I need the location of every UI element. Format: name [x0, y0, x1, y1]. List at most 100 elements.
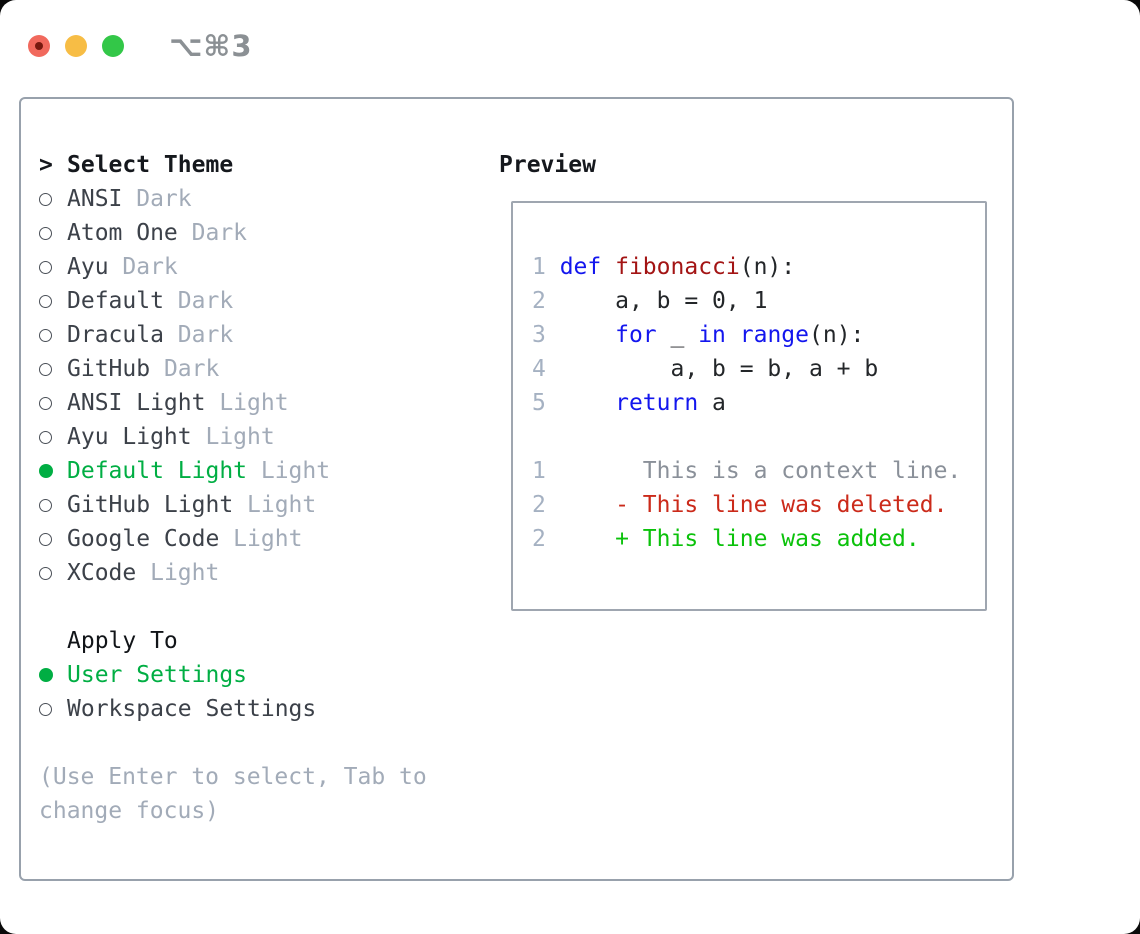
- radio-icon: [39, 702, 67, 716]
- theme-variant-label: Light: [219, 526, 303, 552]
- line-number: 2: [532, 526, 560, 552]
- radio-icon: [39, 566, 67, 580]
- theme-variant-label: Light: [136, 560, 220, 586]
- apply-to-title: Apply To: [67, 628, 178, 654]
- theme-variant-label: Dark: [177, 220, 248, 246]
- preview-code: 1 def fibonacci(n): 2 a, b = 0, 1 3 for …: [513, 203, 985, 556]
- line-number: 1: [532, 458, 560, 484]
- theme-name: Default: [67, 288, 164, 314]
- line-number: 5: [532, 390, 560, 416]
- theme-variant-label: Dark: [122, 186, 192, 212]
- line-number: 3: [532, 322, 560, 348]
- select-theme-title: Select Theme: [67, 152, 234, 178]
- theme-variant-label: Light: [233, 492, 317, 518]
- radio-selected-icon: [39, 464, 67, 478]
- code-line-segment: in: [698, 322, 726, 348]
- theme-variant-label: Light: [247, 458, 331, 484]
- theme-name: Ayu Light: [67, 424, 192, 450]
- line-number: 2: [532, 288, 560, 314]
- radio-icon: [39, 260, 67, 274]
- radio-icon: [39, 498, 67, 512]
- theme-name: Atom One: [67, 220, 178, 246]
- window-title: ⌥⌘3: [169, 29, 253, 63]
- code-line-segment: a, b = 0, 1: [559, 288, 768, 314]
- theme-option-github-dark[interactable]: GitHub Dark: [39, 352, 479, 386]
- code-line-segment: (n):: [809, 322, 865, 348]
- close-button-icon[interactable]: [28, 35, 50, 57]
- theme-name: Dracula: [67, 322, 164, 348]
- radio-icon: [39, 362, 67, 376]
- code-line-segment: for: [615, 322, 657, 348]
- theme-name: XCode: [67, 560, 137, 586]
- theme-name: Ayu: [67, 254, 109, 280]
- theme-option-ayu-light-light[interactable]: Ayu Light Light: [39, 420, 479, 454]
- code-line-segment: _: [656, 322, 699, 348]
- theme-variant-label: Dark: [150, 356, 220, 382]
- line-number: 1: [532, 254, 560, 280]
- theme-option-dracula-dark[interactable]: Dracula Dark: [39, 318, 479, 352]
- diff-line-segment: + This line was added.: [559, 526, 920, 552]
- theme-name: ANSI Light: [67, 390, 206, 416]
- theme-option-default-dark[interactable]: Default Dark: [39, 284, 479, 318]
- select-theme-header: > Select Theme: [39, 148, 479, 182]
- theme-name: Default Light: [67, 458, 248, 484]
- theme-name: GitHub Light: [67, 492, 234, 518]
- code-line-segment: fibonacci: [615, 254, 740, 280]
- theme-variant-label: Light: [205, 390, 289, 416]
- preview-title: Preview: [499, 152, 596, 178]
- apply-option-workspace-settings[interactable]: Workspace Settings: [39, 692, 479, 726]
- line-number: 4: [532, 356, 560, 382]
- theme-option-ayu-dark[interactable]: Ayu Dark: [39, 250, 479, 284]
- code-line-segment: a: [698, 390, 726, 416]
- theme-option-github-light-light[interactable]: GitHub Light Light: [39, 488, 479, 522]
- theme-variant-label: Light: [191, 424, 275, 450]
- radio-icon: [39, 328, 67, 342]
- apply-to-header: Apply To: [39, 624, 479, 658]
- code-line-segment: range: [739, 322, 809, 348]
- code-line-segment: [560, 322, 615, 348]
- theme-variant-label: Dark: [163, 288, 234, 314]
- line-number: 2: [532, 492, 560, 518]
- preview-column: Preview 1 def fibonacci(n): 2 a, b = 0, …: [499, 148, 987, 611]
- radio-icon: [39, 430, 67, 444]
- theme-variant-label: Dark: [108, 254, 178, 280]
- zoom-button-icon[interactable]: [102, 35, 124, 57]
- radio-icon: [39, 532, 67, 546]
- prompt-icon: >: [39, 152, 53, 178]
- code-line-segment: return: [615, 390, 699, 416]
- minimize-button-icon[interactable]: [65, 35, 87, 57]
- code-line-segment: [601, 254, 615, 280]
- theme-option-xcode-light[interactable]: XCode Light: [39, 556, 479, 590]
- theme-option-ansi-dark[interactable]: ANSI Dark: [39, 182, 479, 216]
- apply-option-user-settings[interactable]: User Settings: [39, 658, 479, 692]
- theme-name: Google Code: [67, 526, 220, 552]
- code-line-segment: def: [559, 254, 602, 280]
- theme-option-google-code-light[interactable]: Google Code Light: [39, 522, 479, 556]
- theme-name: GitHub: [67, 356, 151, 382]
- diff-line-segment: This is a context line.: [559, 458, 962, 484]
- titlebar: ⌥⌘3: [28, 29, 253, 63]
- radio-icon: [39, 226, 67, 240]
- theme-option-atom-one-dark[interactable]: Atom One Dark: [39, 216, 479, 250]
- help-text: (Use Enter to select, Tab to change focu…: [39, 764, 427, 824]
- radio-icon: [39, 192, 67, 206]
- theme-option-default-light-light[interactable]: Default Light Light: [39, 454, 479, 488]
- radio-icon: [39, 294, 67, 308]
- radio-selected-icon: [39, 668, 67, 682]
- apply-option-label: Workspace Settings: [67, 696, 317, 722]
- theme-variant-label: Dark: [163, 322, 234, 348]
- preview-box: 1 def fibonacci(n): 2 a, b = 0, 1 3 for …: [511, 201, 987, 611]
- code-line-segment: (n):: [739, 254, 796, 280]
- code-line-segment: [726, 322, 740, 348]
- diff-line-segment: - This line was deleted.: [559, 492, 948, 518]
- radio-icon: [39, 396, 67, 410]
- theme-option-ansi-light-light[interactable]: ANSI Light Light: [39, 386, 479, 420]
- code-line-segment: [560, 390, 615, 416]
- apply-option-label: User Settings: [67, 662, 248, 688]
